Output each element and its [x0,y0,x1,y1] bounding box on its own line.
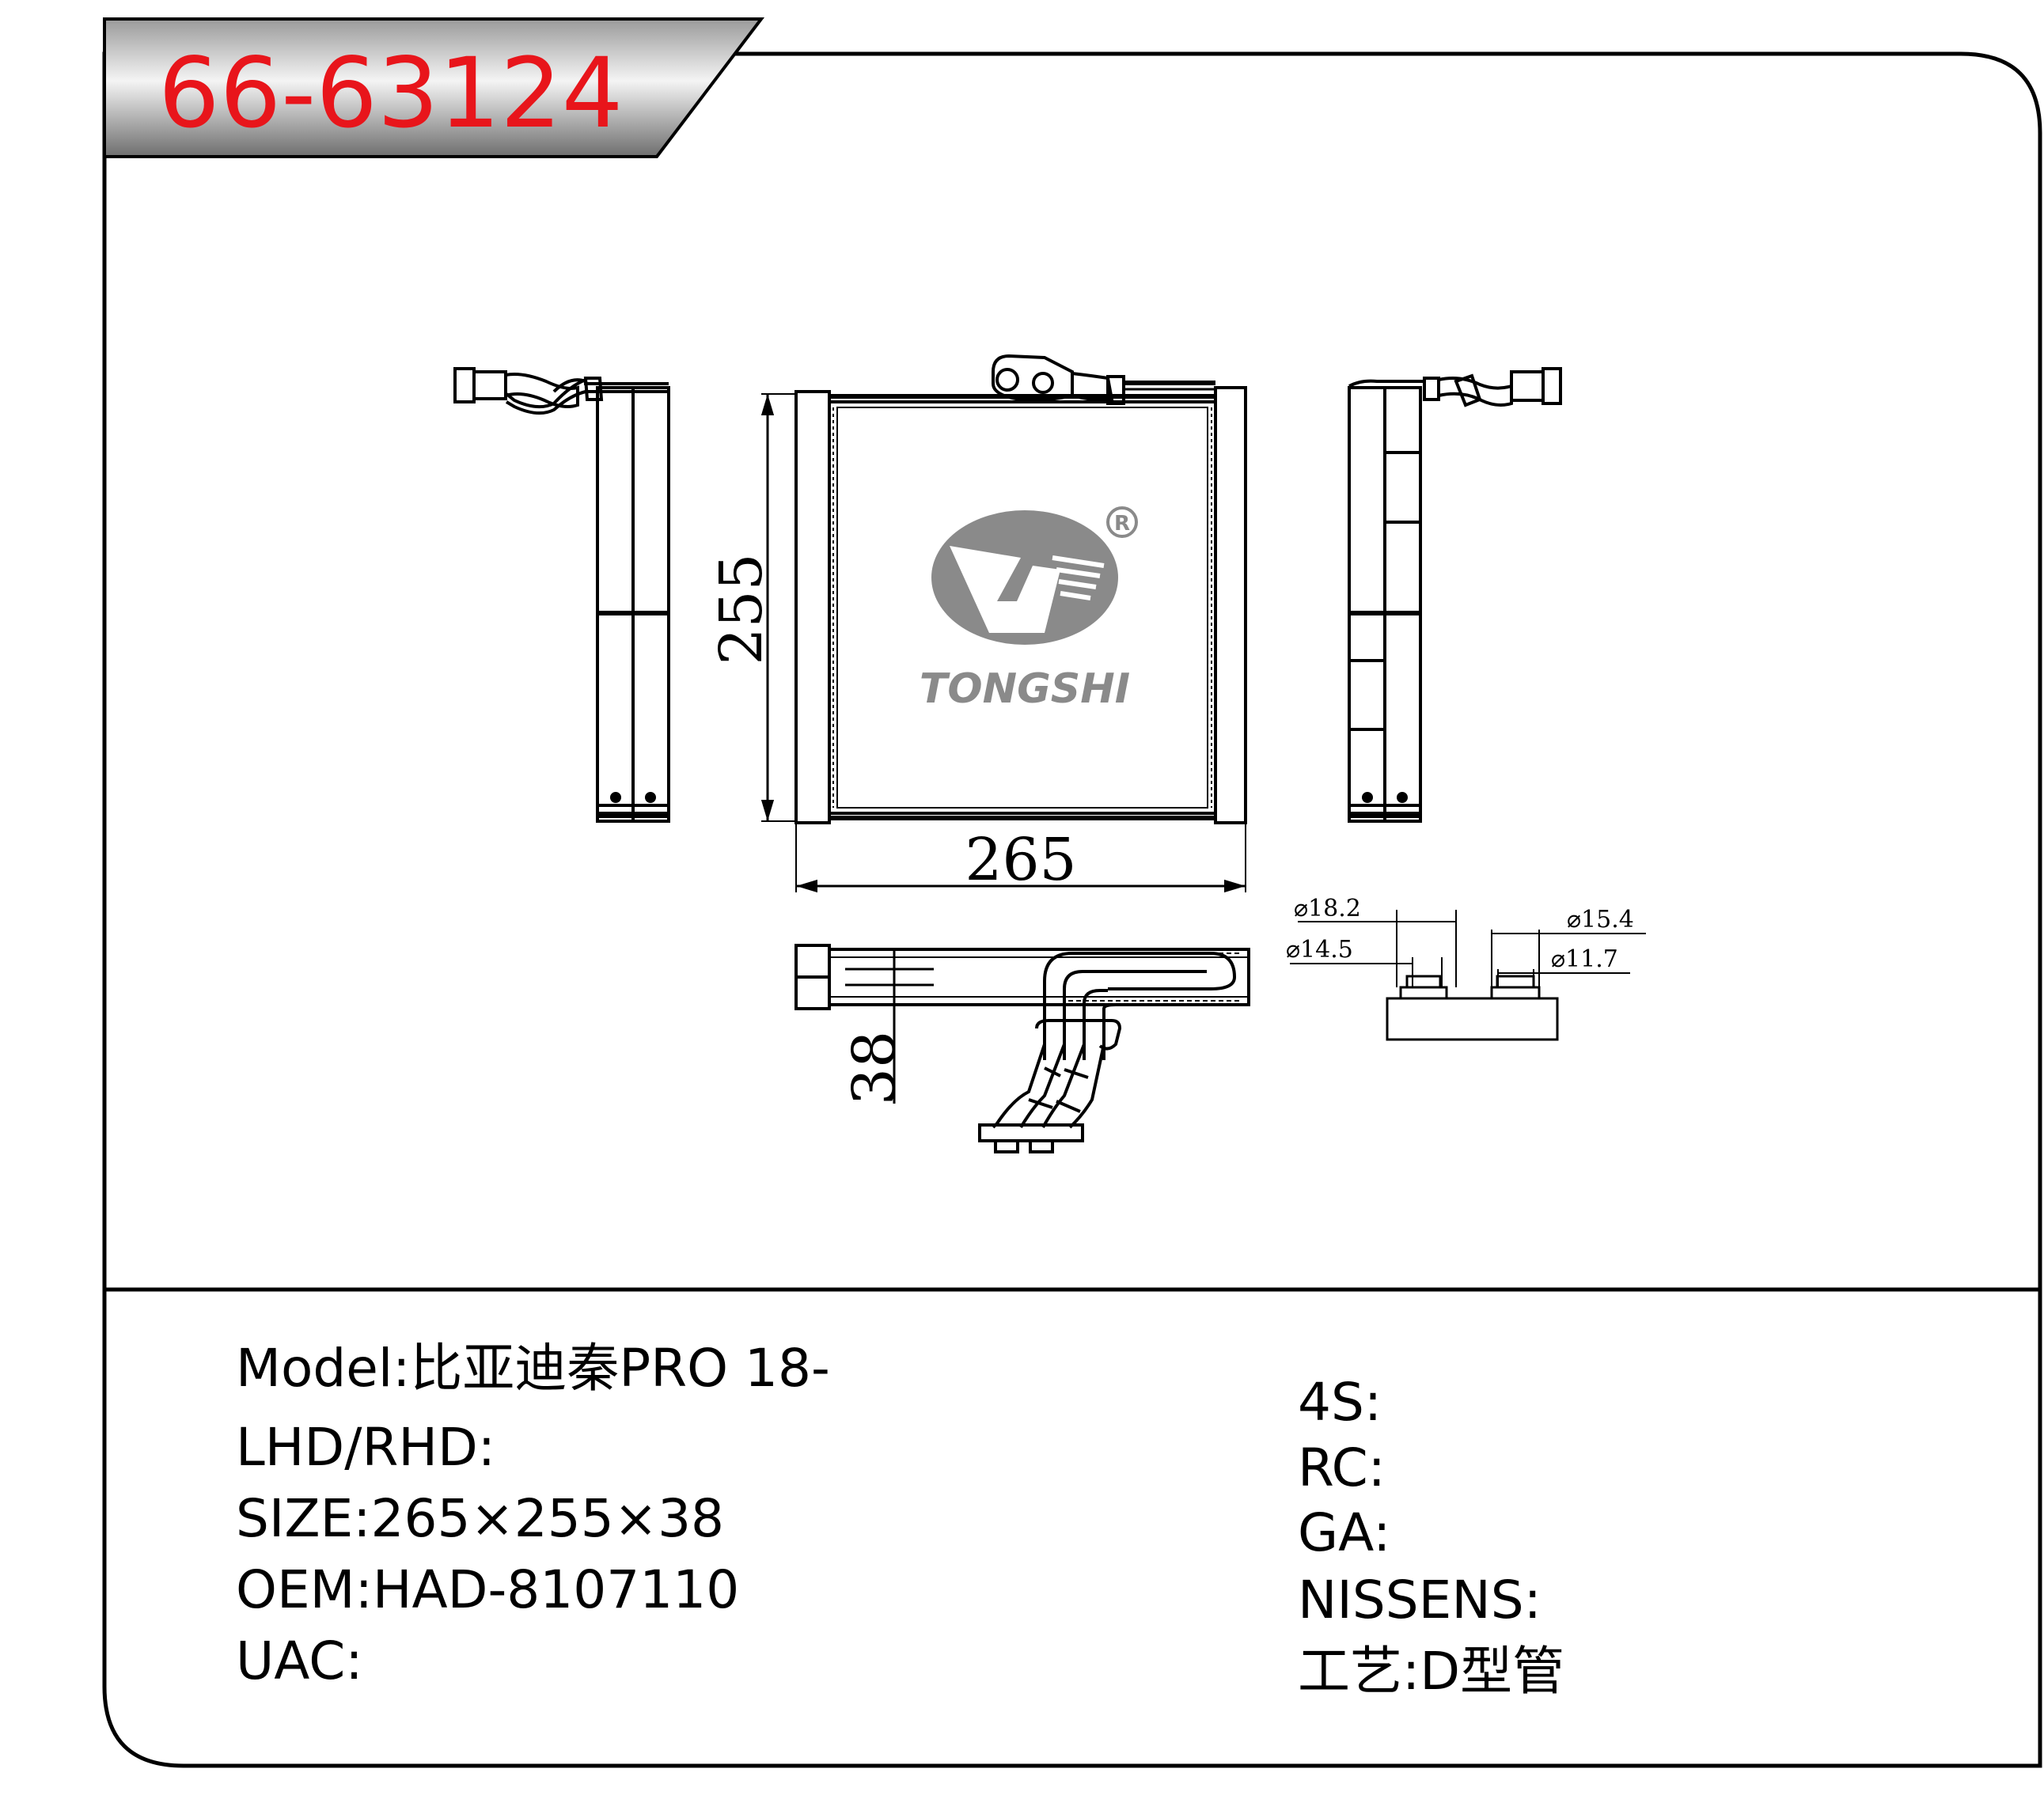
dim-width: 265 [965,826,1076,894]
dia-inner-right: ⌀11.7 [1551,945,1618,973]
spec-size: SIZE:265×255×38 [236,1488,724,1549]
part-number-tag: 66-63124 [103,17,765,158]
dim-height: 255 [707,553,776,665]
fitting-detail [1290,910,1646,1041]
part-number: 66-63124 [158,37,623,150]
inlet-block [992,354,1074,402]
dia-outer-left: ⌀18.2 [1294,895,1361,922]
dim-depth: 38 [840,1031,908,1105]
evaporator-right-side-view [1348,367,1562,823]
specs-left: Model:比亚迪秦PRO 18- LHD/RHD: SIZE:265×255×… [236,1338,830,1691]
specs-right: 4S: RC: GA: NISSENS: 工艺:D型管 [1298,1372,1564,1702]
registered-mark: R [1114,512,1130,536]
logo-text: TONGSHI [920,665,1130,713]
spec-oem: OEM:HAD-8107110 [236,1559,739,1620]
registered-mark-icon [1106,506,1138,538]
dia-outer-right: ⌀15.4 [1567,906,1634,934]
spec-rc: RC: [1298,1437,1386,1498]
spec-nissens: NISSENS: [1298,1570,1542,1630]
spec-model: Model:比亚迪秦PRO 18- [236,1338,830,1399]
dia-inner-left: ⌀14.5 [1286,936,1353,964]
spec-lhd-rhd: LHD/RHD: [236,1417,495,1478]
sheet-frame [102,51,2042,1768]
spec-ga: GA: [1298,1502,1390,1563]
tongshi-logo: R TONGSHI [920,506,1138,713]
evaporator-front-view [794,354,1247,824]
logo-emblem-icon [931,510,1118,645]
evaporator-left-side-view [453,367,670,823]
spec-4s: 4S: [1298,1372,1382,1433]
spec-uac: UAC: [236,1630,363,1691]
evaporator-top-view [794,944,1250,1153]
spec-process: 工艺:D型管 [1298,1641,1564,1702]
